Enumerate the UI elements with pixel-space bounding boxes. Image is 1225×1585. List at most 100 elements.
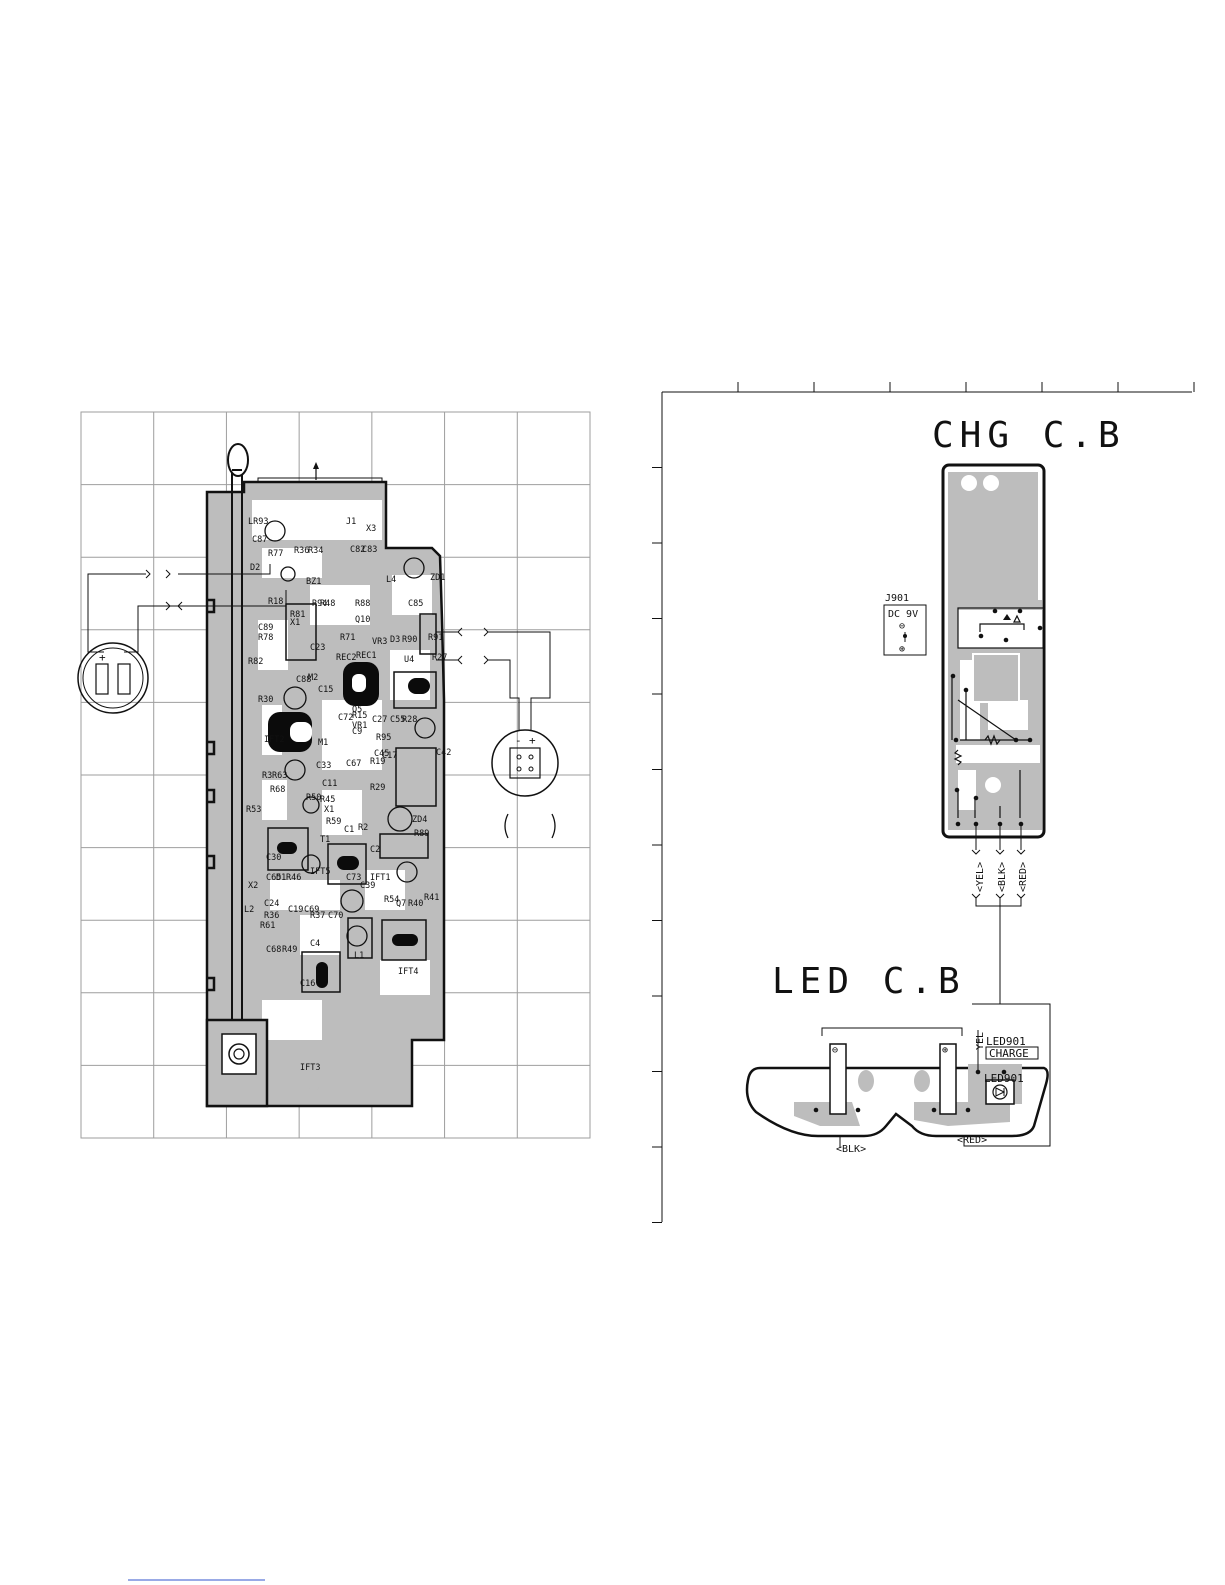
component-label: C55 [390,715,405,725]
right-mic-plus: + [529,734,536,747]
component-label: R34 [308,546,323,556]
led-component [985,1079,1015,1105]
component-label: C72 [338,713,353,723]
component-label: C65 [266,873,281,883]
component-label: R61 [260,921,275,931]
led-plus-symbol: ⊕ [942,1045,948,1056]
component-label: J1 [346,517,356,527]
chg-pads [950,608,1043,827]
component-label: X3 [366,524,376,534]
component-label: D1 [276,873,286,883]
component-label: R59 [326,817,341,827]
jack-ref-label: J901 [885,593,909,604]
component-label: R40 [408,899,423,909]
component-label: REC2 [336,653,356,663]
component-label: C16 [300,979,315,989]
component-label: R90 [402,635,417,645]
component-label: R27 [432,653,447,663]
component-label: R18 [268,597,283,607]
led-ref-label: LED901 [986,1035,1026,1048]
jack-minus: ⊖ [899,621,905,632]
jack-box [883,604,927,656]
component-label: R88 [355,599,370,609]
component-label: C2 [370,845,380,855]
wire-blk-label: <BLK> [997,862,1008,892]
component-label: IFT5 [310,867,330,877]
component-label: C15 [318,685,333,695]
component-label: LR93 [248,517,268,527]
component-label: C4 [310,939,320,949]
wire-red-label: <RED> [1018,862,1029,892]
component-label: C85 [408,599,423,609]
component-label: Q5 [352,705,362,715]
component-label: IFT3 [300,1063,320,1073]
component-label: C17 [382,751,397,761]
component-circles [264,520,436,947]
component-label: R71 [340,633,355,643]
solder-blobs [268,662,430,988]
led-minus-symbol: ⊖ [832,1045,838,1056]
component-label: C67 [346,759,361,769]
component-label: ZD4 [412,815,427,825]
component-label: C69 [304,905,319,915]
component-label: D3 [390,635,400,645]
component-label: R53 [246,805,261,815]
component-label: U4 [404,655,414,665]
component-label: R30 [258,695,273,705]
component-label: C24 [264,899,279,909]
charger-panel: CHG C.B LED C.B J901 [652,382,1195,1223]
ruler-ticks [652,382,1195,1223]
component-label: R89 [414,829,429,839]
jack-voltage-label: DC 9V [888,609,918,620]
component-label: R48 [320,599,335,609]
left-speaker: + [77,564,287,714]
component-label: R2 [358,823,368,833]
component-label: BZ1 [306,577,321,587]
component-label: R77 [268,549,283,559]
component-label: X1 [290,618,300,628]
component-label: R15 [352,711,367,721]
component-label: C27 [372,715,387,725]
component-label: VR1 [352,721,367,731]
led-wire-red: <RED> [957,1135,987,1146]
antenna-tip [227,443,249,477]
component-label: C70 [328,911,343,921]
component-label: R81 [290,610,305,620]
component-label: Q7 [396,899,406,909]
component-label: C23 [310,643,325,653]
component-label: R36 [264,911,279,921]
component-label: C30 [266,853,281,863]
component-label: C73 [346,873,361,883]
component-label: C87 [252,535,267,545]
component-label: R94 [312,599,327,609]
component-label: R41 [424,893,439,903]
component-label: IFT2 [264,735,284,745]
component-label: C1 [344,825,354,835]
component-label: C88 [296,675,311,685]
component-label: R82 [248,657,263,667]
component-label: R45 [320,795,335,805]
jack-plus: ⊕ [899,644,905,655]
component-label: R36 [294,546,309,556]
component-label: C11 [322,779,337,789]
component-label: C83 [362,545,377,555]
component-label: C89 [258,623,273,633]
component-label: X2 [248,881,258,891]
component-label: R19 [370,757,385,767]
component-label: C45 [374,749,389,759]
component-label: R91 [428,633,443,643]
right-mic-minus: - [515,734,522,747]
component-label: R37 [310,911,325,921]
chg-wires [971,824,1051,1147]
component-label: X1 [324,805,334,815]
component-label: R78 [258,633,273,643]
component-label: C39 [360,881,375,891]
component-label: R28 [402,715,417,725]
led-board-title: LED C.B [772,961,966,1002]
component-label: L2 [244,905,254,915]
component-label: M2 [308,673,318,683]
component-label: REC1 [356,651,376,661]
component-outlines [267,603,437,993]
component-label: L1 [354,951,364,961]
